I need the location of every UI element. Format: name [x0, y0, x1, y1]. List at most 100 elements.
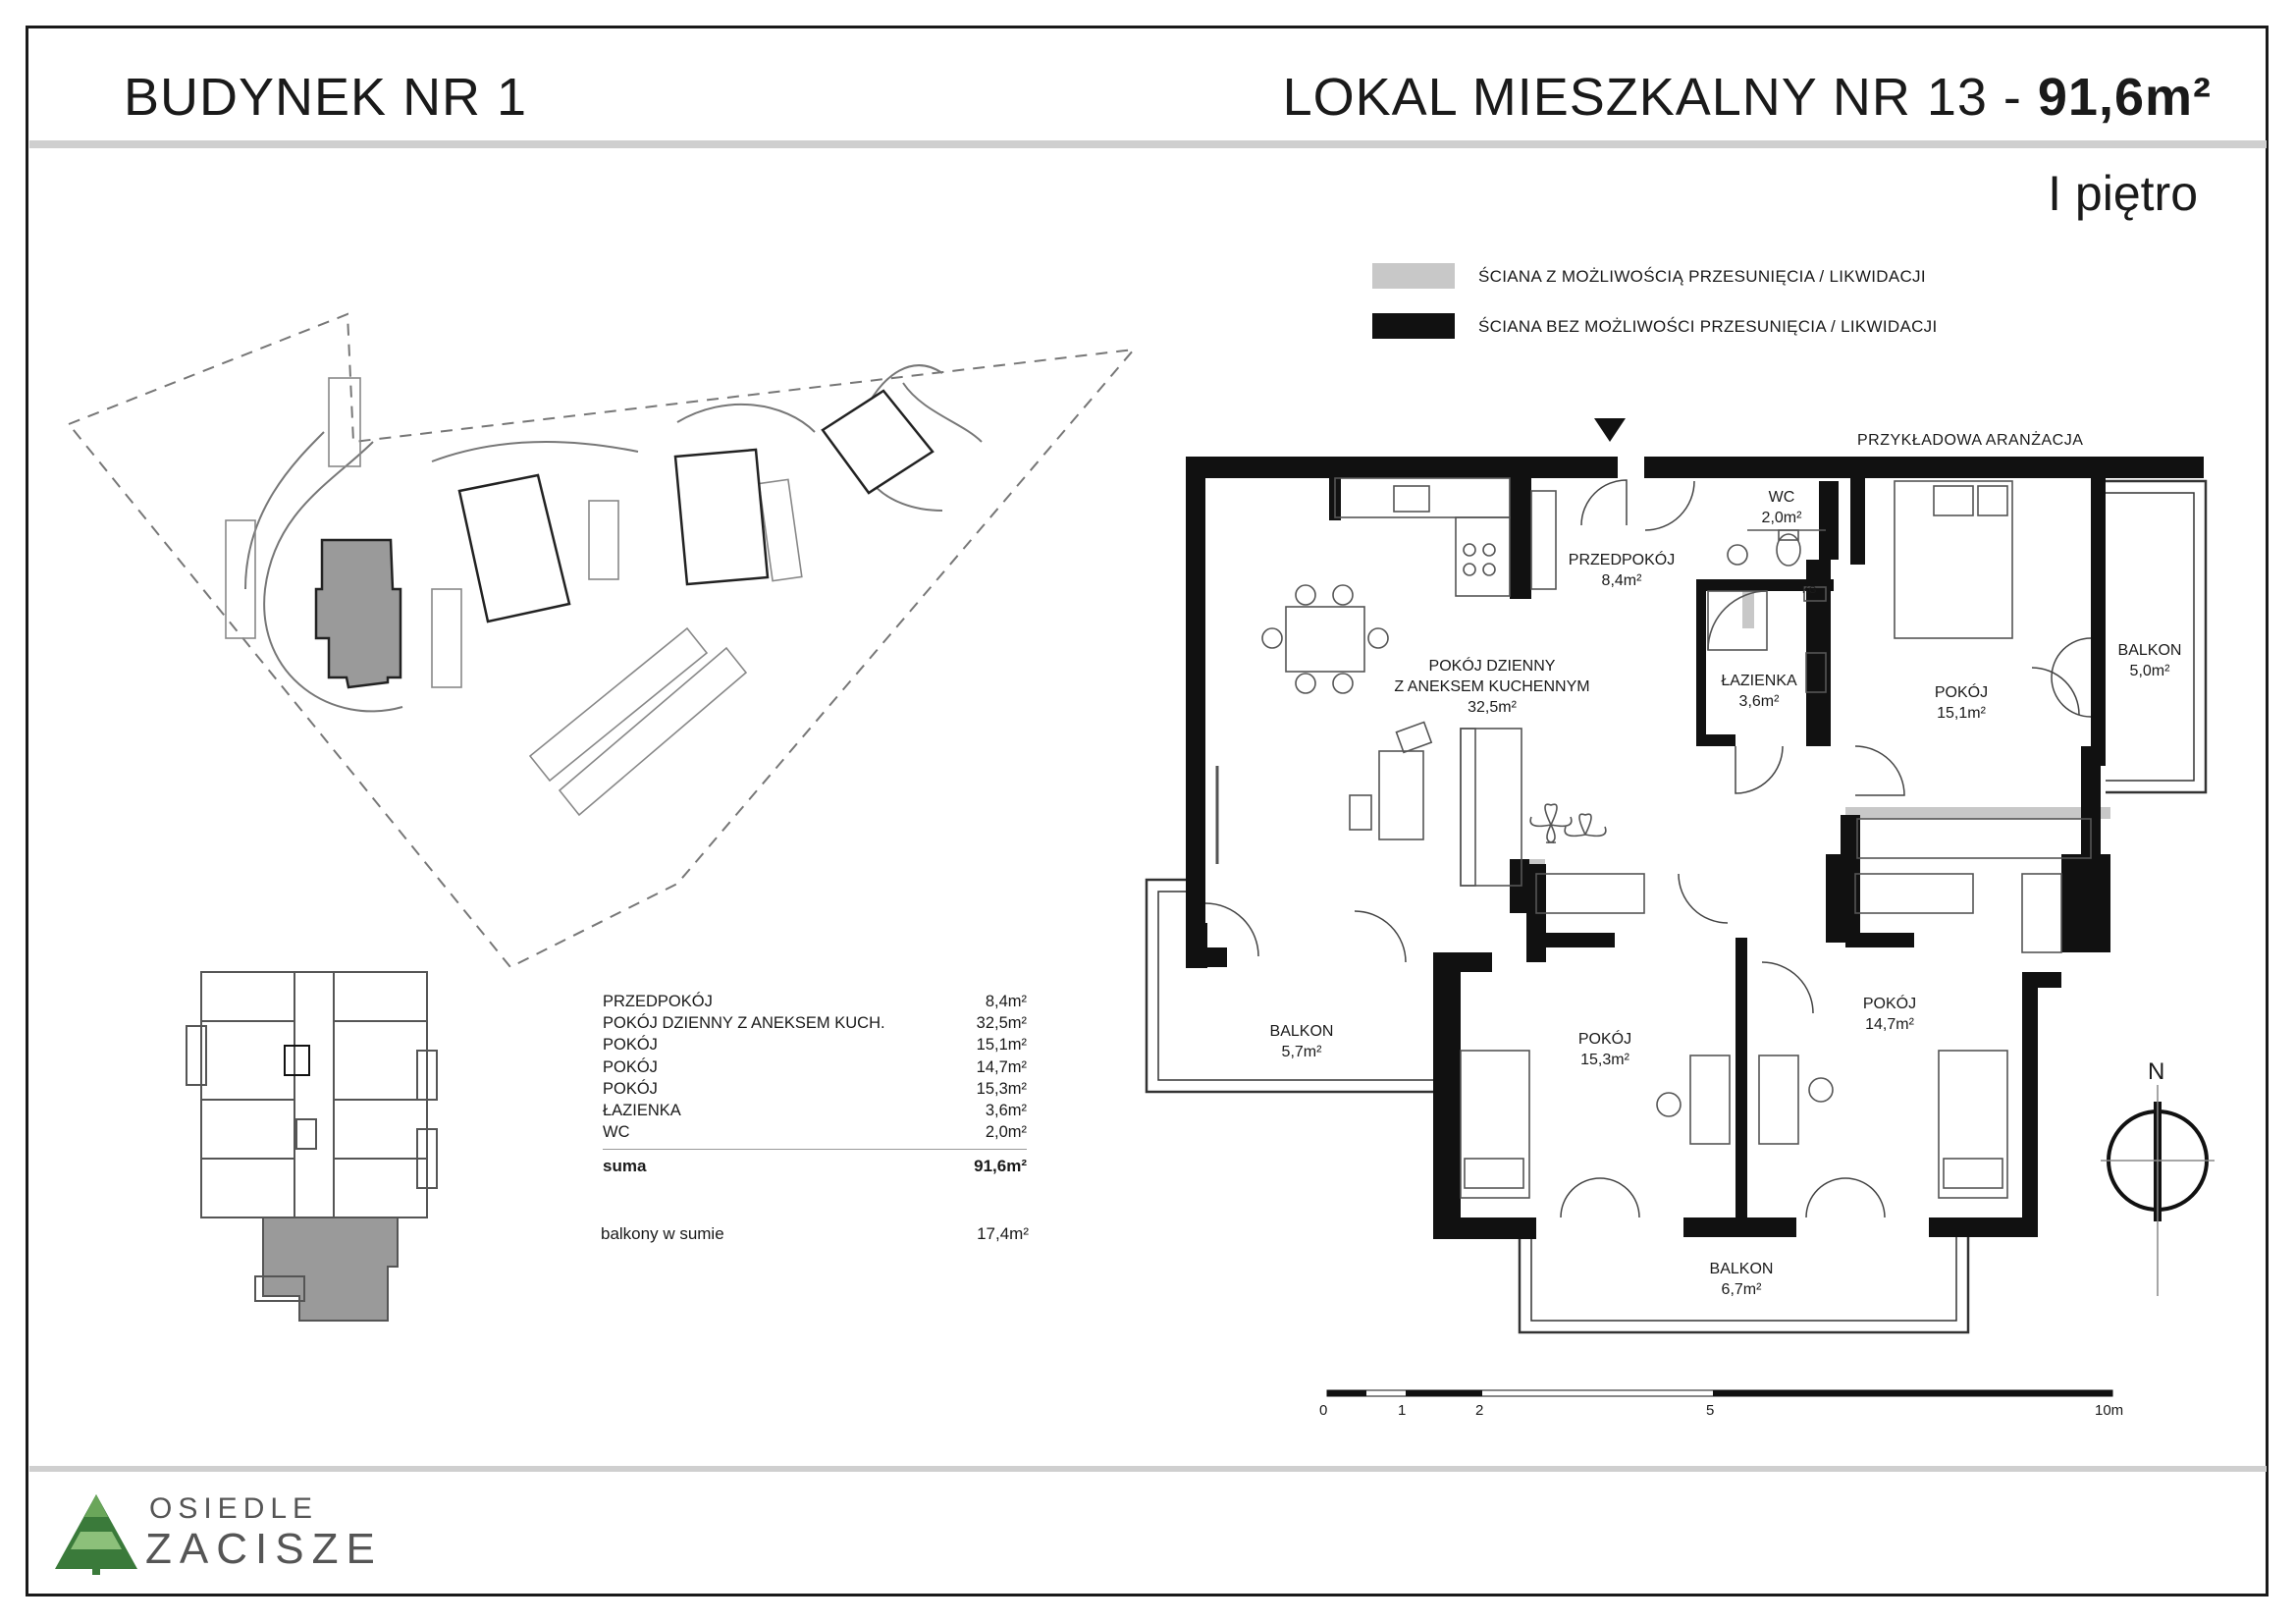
area-row-value: 15,3m²	[976, 1079, 1027, 1098]
area-row: WC 2,0m²	[603, 1121, 1027, 1143]
dining-table	[1285, 606, 1365, 673]
room-label-wc: WC 2,0m²	[1762, 487, 1802, 528]
key-plan-unit-highlight	[262, 1217, 399, 1322]
room-name: BALKON	[2117, 642, 2182, 659]
kitchen-sink	[1393, 485, 1430, 513]
plant	[1529, 803, 1607, 843]
wardrobe-s1	[1535, 873, 1645, 914]
kitchen-column	[1455, 516, 1511, 597]
room-label-living: POKÓJ DZIENNY Z ANEKSEM KUCHENNYM 32,5m²	[1394, 656, 1589, 718]
area-row-name: ŁAZIENKA	[603, 1101, 681, 1119]
parking-rows	[225, 377, 803, 817]
apartment-title: LOKAL MIESZKALNY NR 13 - 91,6m²	[1283, 67, 2212, 128]
area-row-value: 3,6m²	[985, 1101, 1027, 1119]
door-living-w	[1204, 902, 1259, 957]
area-sum-label: suma	[603, 1157, 647, 1176]
room-label-room-ne: POKÓJ 15,1m²	[1935, 682, 1988, 724]
legend-movable-swatch	[1372, 263, 1455, 289]
door-balcony-s2a	[1805, 1177, 1846, 1218]
balconies-total-label: balkony w sumie	[601, 1224, 724, 1243]
area-row: POKÓJ 15,1m²	[603, 1034, 1027, 1055]
sink-bath	[1805, 652, 1827, 693]
room-area: 6,7m²	[1721, 1281, 1762, 1298]
room-area: 2,0m²	[1761, 510, 1802, 526]
door-entry	[1580, 479, 1628, 526]
room-area: 5,0m²	[2129, 663, 2170, 679]
area-row-name: WC	[603, 1123, 630, 1142]
kg-label: KG	[1802, 585, 1817, 596]
furniture	[1215, 477, 2092, 1199]
door-room-ne	[1854, 745, 1905, 796]
toilet	[1776, 533, 1801, 567]
bed-ne	[1894, 480, 2013, 639]
room-area: 15,3m²	[1580, 1052, 1629, 1068]
apartment-area: 91,6m²	[2037, 68, 2212, 127]
room-label-room-s1: POKÓJ 15,3m²	[1578, 1029, 1631, 1070]
door-balcony-s2b	[1844, 1177, 1886, 1218]
balconies-total-row: balkony w sumie 17,4m²	[601, 1224, 1029, 1244]
door-wc	[1644, 480, 1695, 531]
wardrobe-s2b	[2021, 873, 2062, 953]
room-label-balcony-w: BALKON 5,7m²	[1270, 1021, 1334, 1062]
logo-tree-icon	[55, 1494, 137, 1575]
balconies-total-value: 17,4m²	[977, 1224, 1029, 1243]
balcony-south-inner	[1530, 1232, 1957, 1322]
area-row-value: 2,0m²	[985, 1123, 1027, 1142]
room-name: PRZEDPOKÓJ	[1568, 552, 1676, 568]
room-label-balcony-s: BALKON 6,7m²	[1710, 1259, 1774, 1300]
area-row-value: 8,4m²	[985, 993, 1027, 1010]
floor-label: I piętro	[2048, 166, 2198, 221]
area-table-divider	[603, 1149, 1027, 1151]
room-name: POKÓJ DZIENNY	[1428, 658, 1556, 675]
logo-text-bottom: ZACISZE	[145, 1525, 383, 1573]
area-row-name: POKÓJ	[603, 1057, 658, 1076]
area-row-name: POKÓJ	[603, 1079, 658, 1098]
door-balcony-e1	[2051, 637, 2092, 678]
room-name: BALKON	[1269, 1023, 1334, 1040]
room-name: POKÓJ	[1862, 996, 1917, 1012]
room-area: 5,7m²	[1281, 1044, 1322, 1060]
bed-s1	[1460, 1050, 1530, 1199]
wardrobe-hall	[1530, 490, 1557, 590]
wardrobe-ne	[1856, 818, 2092, 859]
door-room-ne2	[2031, 667, 2080, 716]
footer-rule	[29, 1466, 2267, 1472]
area-row: POKÓJ DZIENNY Z ANEKSEM KUCH. 32,5m²	[603, 1012, 1027, 1034]
door-living	[1354, 910, 1407, 963]
area-sum-value: 91,6m²	[974, 1157, 1027, 1176]
scale-label: 2	[1475, 1402, 1484, 1419]
room-label-bathroom: ŁAZIENKA 3,6m²	[1721, 671, 1796, 712]
area-row-value: 14,7m²	[976, 1057, 1027, 1076]
fixed-walls	[1186, 457, 2204, 1239]
area-row-value: 15,1m²	[976, 1036, 1027, 1055]
room-name: BALKON	[1709, 1261, 1774, 1277]
shower	[1707, 590, 1768, 651]
balcony-east-outline	[2106, 479, 2208, 794]
scale-label: 5	[1706, 1402, 1715, 1419]
site-buildings	[314, 389, 934, 689]
north-label: N	[2148, 1058, 2165, 1085]
coffee-table	[1378, 750, 1424, 840]
north-arrow	[2101, 1085, 2215, 1296]
building-title: BUDYNEK NR 1	[124, 68, 528, 127]
balcony-south-outline	[1518, 1232, 1970, 1334]
area-row-value: 32,5m²	[976, 1014, 1027, 1033]
area-row-name: POKÓJ DZIENNY Z ANEKSEM KUCH.	[603, 1014, 885, 1033]
key-plan	[186, 971, 438, 1322]
balcony-west-outline	[1145, 878, 1433, 1094]
entrance-arrow	[1594, 418, 1626, 442]
site-building-highlight	[314, 538, 402, 689]
kitchen-counter	[1334, 477, 1511, 518]
area-row-name: POKÓJ	[603, 1036, 658, 1055]
room-name: WC	[1768, 489, 1795, 506]
room-name: ŁAZIENKA	[1721, 673, 1797, 689]
room-name: POKÓJ	[1934, 684, 1989, 701]
scale-label: 0	[1319, 1402, 1328, 1419]
bed-s2	[1938, 1050, 2008, 1199]
header-rule	[29, 140, 2267, 148]
wardrobe-s2	[1854, 873, 1974, 914]
site-boundary	[68, 312, 1137, 969]
room-area: 8,4m²	[1601, 572, 1642, 589]
